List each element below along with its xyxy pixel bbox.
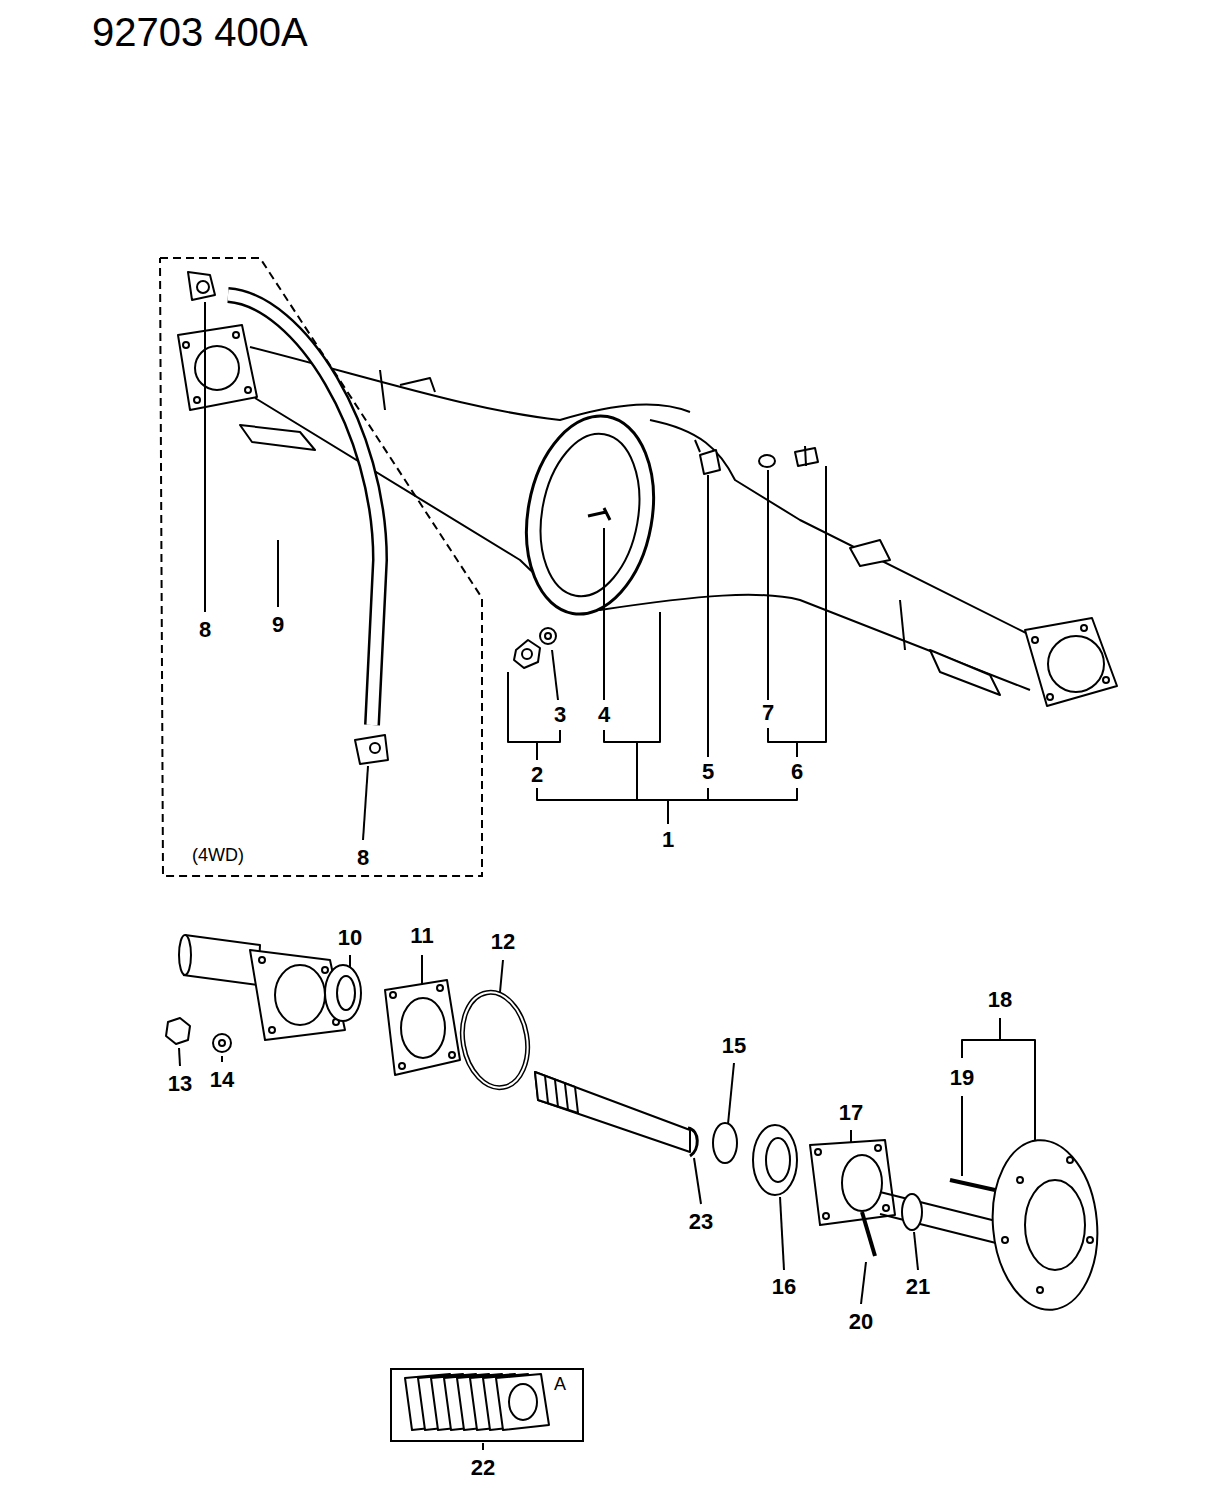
callout-number: 20 — [847, 1310, 875, 1334]
callout-number: 10 — [336, 926, 364, 950]
callout-number: 2 — [529, 763, 545, 787]
callout-number: 17 — [837, 1101, 865, 1125]
callout-number: 5 — [700, 760, 716, 784]
callout-number: 1 — [660, 828, 676, 852]
callout-number: 15 — [720, 1034, 748, 1058]
callout-number: 16 — [770, 1275, 798, 1299]
callout-number: 4 — [596, 703, 612, 727]
callout-number: 6 — [789, 760, 805, 784]
callout-number: 14 — [208, 1068, 236, 1092]
diagram-title: 92703 400A — [92, 12, 308, 52]
box-label: (4WD) — [190, 845, 246, 865]
callout-number: 23 — [687, 1210, 715, 1234]
callout-number: 3 — [552, 703, 568, 727]
callout-number: 21 — [904, 1275, 932, 1299]
callout-number: 9 — [270, 613, 286, 637]
callout-number: 19 — [948, 1066, 976, 1090]
box-label: A — [552, 1374, 568, 1394]
callout-number: 18 — [986, 988, 1014, 1012]
callout-number: 7 — [760, 701, 776, 725]
callout-number: 22 — [469, 1456, 497, 1480]
callout-number: 13 — [166, 1072, 194, 1096]
detail-box: A — [390, 1368, 584, 1442]
callout-number: 12 — [489, 930, 517, 954]
callout-number: 8 — [355, 846, 371, 870]
variant-region: 8 9 8 (4WD) — [156, 255, 486, 880]
callout-number: 8 — [197, 618, 213, 642]
callout-number: 11 — [408, 924, 435, 948]
node-outline — [156, 255, 486, 880]
